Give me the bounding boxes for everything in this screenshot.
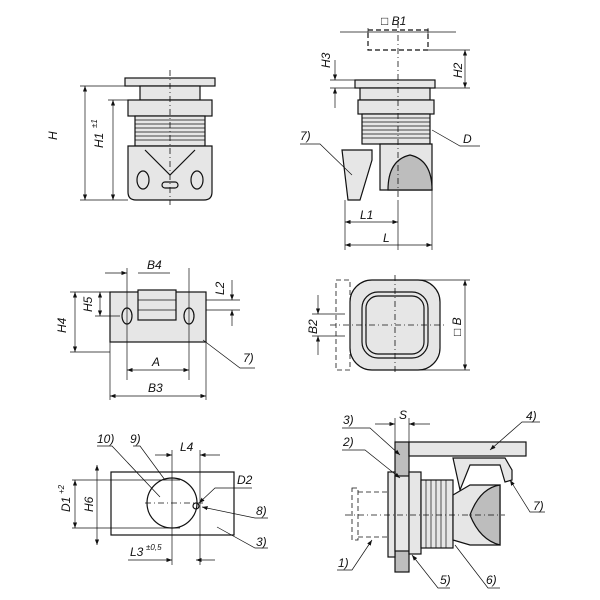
ref-6: 6) xyxy=(486,573,497,587)
front-view: H H1 ±1 xyxy=(46,70,216,205)
ref-4: 4) xyxy=(526,409,537,423)
ref-7: 7) xyxy=(300,129,311,143)
dim-D: D xyxy=(463,132,472,146)
dim-H1: H1 xyxy=(92,133,106,148)
dim-B3: B3 xyxy=(148,381,163,395)
top-view: B2 □ B xyxy=(306,275,470,375)
dim-L: L xyxy=(383,231,390,245)
dim-B1: □ B1 xyxy=(381,14,406,28)
dim-L3-tolerance: ±0,5 xyxy=(146,543,162,552)
dim-S: S xyxy=(399,408,407,422)
dim-L4: L4 xyxy=(180,440,194,454)
dim-B4: B4 xyxy=(147,258,162,272)
dim-H6: H6 xyxy=(82,496,96,512)
ref-10: 10) xyxy=(97,432,114,446)
ref-5: 5) xyxy=(440,573,451,587)
ref-1: 1) xyxy=(338,556,349,570)
ref-7-bottom: 7) xyxy=(243,351,254,365)
ref-7-assembly: 7) xyxy=(533,499,544,513)
dim-D2: D2 xyxy=(237,473,253,487)
dim-L2: L2 xyxy=(213,281,227,295)
dim-H1-tolerance: ±1 xyxy=(90,119,99,128)
dim-H2: H2 xyxy=(451,62,465,78)
dim-D1: D1 xyxy=(59,497,73,512)
dim-L3: L3 xyxy=(130,545,144,559)
ref-3: 3) xyxy=(256,535,267,549)
ref-9: 9) xyxy=(130,432,141,446)
ref-8: 8) xyxy=(256,504,267,518)
dim-H5: H5 xyxy=(81,296,95,312)
ref-3-assembly: 3) xyxy=(343,413,354,427)
bottom-view: B4 L2 H5 H4 A 7) B3 xyxy=(55,258,255,400)
dim-H4: H4 xyxy=(55,317,69,333)
side-view: □ B1 H3 H2 7) D L1 L xyxy=(300,14,480,250)
assembly-view: 3) S 2) 4) 7) 1) 5) 6) xyxy=(337,408,545,589)
dim-H3: H3 xyxy=(319,52,333,68)
dim-D1-tolerance: +2 xyxy=(57,484,66,494)
panel-cutout-view: 10) 9) L4 D2 8) 3) D1 +2 H6 L3 ±0,5 xyxy=(57,432,268,565)
dim-H: H xyxy=(46,131,60,140)
dim-B2: B2 xyxy=(306,319,320,334)
dim-B: □ B xyxy=(450,317,464,336)
ref-2: 2) xyxy=(342,435,354,449)
dim-A: A xyxy=(151,355,160,369)
dim-L1: L1 xyxy=(360,208,373,222)
